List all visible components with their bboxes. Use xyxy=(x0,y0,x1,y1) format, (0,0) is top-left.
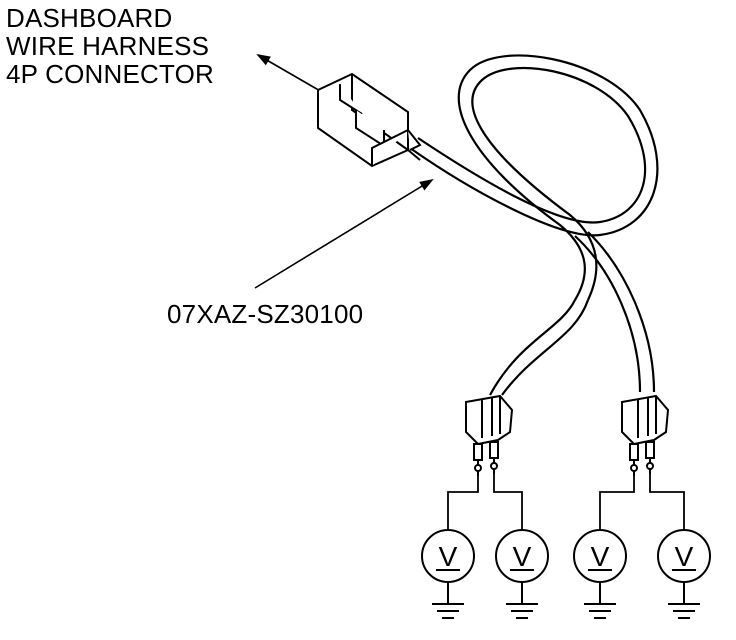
voltmeter-4-symbol: V xyxy=(675,541,694,572)
connector-callout-line-3: 4P CONNECTOR xyxy=(6,59,215,89)
left-test-plug xyxy=(465,394,514,476)
voltmeter-1-symbol: V xyxy=(439,541,458,572)
voltmeter-4: V xyxy=(657,529,711,583)
tool-leader-arrow xyxy=(254,178,434,289)
right-test-plug xyxy=(621,394,670,476)
ground-symbol-3 xyxy=(584,582,616,619)
connector-leader-arrow xyxy=(256,53,323,93)
ground-symbol-4 xyxy=(668,582,700,619)
voltmeter-2: V xyxy=(495,529,549,583)
left-branch-cable xyxy=(489,299,590,396)
cable-loop xyxy=(409,54,659,301)
meter-wiring xyxy=(447,474,685,530)
voltmeter-2-symbol: V xyxy=(513,541,532,572)
tool-part-number-label: 07XAZ-SZ30100 xyxy=(167,299,364,329)
harness-4p-connector xyxy=(317,72,422,168)
voltmeter-3: V xyxy=(573,529,627,583)
voltmeter-3-symbol: V xyxy=(591,541,610,572)
voltmeter-1: V xyxy=(421,529,475,583)
connector-callout-label: DASHBOARD WIRE HARNESS 4P CONNECTOR xyxy=(6,4,214,88)
connector-callout-line-2: WIRE HARNESS xyxy=(6,31,210,61)
ground-symbol-2 xyxy=(506,582,538,619)
right-branch-cable xyxy=(574,231,656,393)
ground-symbol-1 xyxy=(432,582,464,619)
connector-callout-line-1: DASHBOARD xyxy=(6,3,173,33)
